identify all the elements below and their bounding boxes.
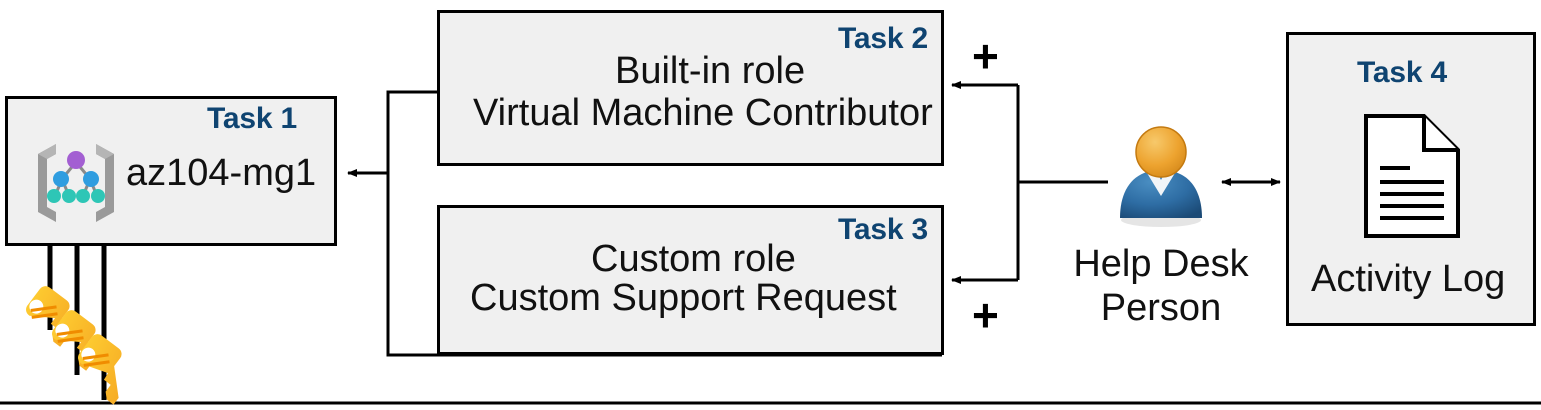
task1-label: Task 1 bbox=[207, 102, 297, 135]
plus-operator-top: + bbox=[972, 30, 999, 82]
task1-text: az104-mg1 bbox=[126, 152, 317, 194]
task3-line1: Custom role bbox=[591, 238, 796, 280]
task4-text: Activity Log bbox=[1311, 258, 1506, 300]
document-icon bbox=[1362, 112, 1462, 240]
task2-box[interactable] bbox=[437, 10, 944, 166]
task2-line2: Virtual Machine Contributor bbox=[473, 92, 933, 134]
user-icon bbox=[1107, 122, 1215, 230]
task2-label: Task 2 bbox=[838, 22, 928, 55]
key-icon-3 bbox=[78, 334, 122, 405]
task3-label: Task 3 bbox=[838, 213, 928, 246]
management-group-icon bbox=[30, 132, 122, 224]
task4-label: Task 4 bbox=[1357, 56, 1447, 89]
person-caption-line2: Person bbox=[1100, 287, 1222, 329]
task2-line1: Built-in role bbox=[615, 50, 806, 92]
task1-box[interactable] bbox=[5, 96, 337, 246]
plus-operator-bottom: + bbox=[972, 289, 999, 341]
right-bracket-connector bbox=[951, 81, 1108, 284]
task3-line2: Custom Support Request bbox=[470, 277, 897, 319]
task3-box[interactable] bbox=[437, 205, 944, 355]
person-caption-line1: Help Desk bbox=[1073, 243, 1249, 285]
key-icon-group bbox=[18, 282, 148, 410]
